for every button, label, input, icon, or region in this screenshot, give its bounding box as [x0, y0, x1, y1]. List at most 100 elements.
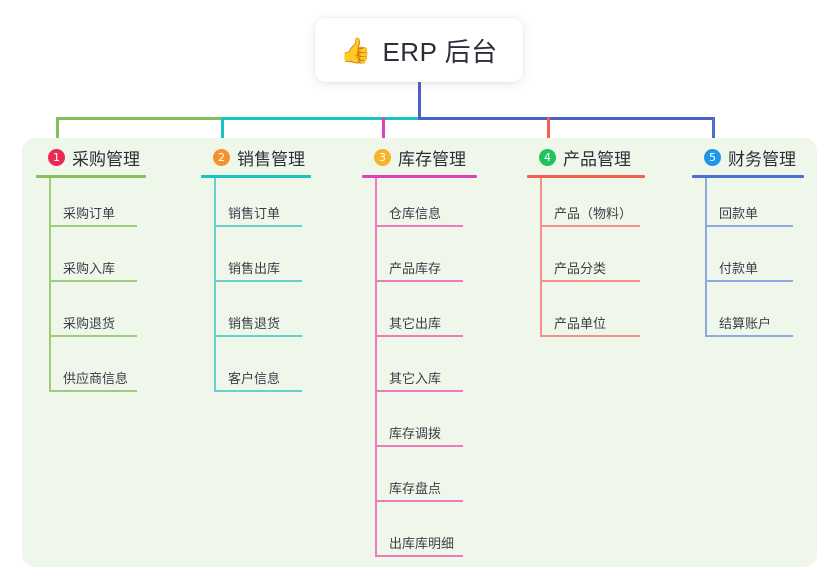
- branch-item-label: 销售出库: [228, 261, 281, 276]
- branch-item[interactable]: 回款单: [705, 178, 804, 233]
- branch-spine: [375, 178, 377, 557]
- branch-spine: [705, 178, 707, 337]
- branch-item-label: 供应商信息: [63, 371, 129, 386]
- branch-item-underline: [375, 280, 463, 282]
- branch-item-label: 仓库信息: [389, 206, 442, 221]
- branch-drop-line-1: [56, 117, 59, 145]
- branch-number-badge: 5: [704, 148, 721, 166]
- branch-item[interactable]: 其它入库: [375, 343, 477, 398]
- branch-items: 销售订单销售出库销售退货客户信息: [214, 178, 311, 398]
- branch-item[interactable]: 产品单位: [540, 288, 645, 343]
- branch-item[interactable]: 库存调拨: [375, 398, 477, 453]
- branch-item[interactable]: 采购退货: [49, 288, 146, 343]
- branch-item[interactable]: 产品库存: [375, 233, 477, 288]
- root-node-card[interactable]: 👍 ERP 后台: [315, 18, 523, 82]
- branch-item-underline: [705, 225, 793, 227]
- branch-item[interactable]: 销售订单: [214, 178, 311, 233]
- branch-title: 产品管理: [563, 149, 631, 169]
- branch-drop-line-5: [712, 117, 715, 145]
- branch-item-label: 库存盘点: [389, 481, 442, 496]
- branch-items: 采购订单采购入库采购退货供应商信息: [49, 178, 146, 398]
- branch-item-label: 出库库明细: [389, 536, 455, 551]
- branch-column-4: 4 产品管理产品（物料） 产品分类产品单位: [527, 146, 645, 343]
- branch-item[interactable]: 库存盘点: [375, 453, 477, 508]
- branch-title: 库存管理: [398, 149, 466, 169]
- branch-item-label: 采购入库: [63, 261, 116, 276]
- branch-item[interactable]: 产品分类: [540, 233, 645, 288]
- branch-item-label: 其它出库: [389, 316, 442, 331]
- branch-item-label: 产品（物料）: [554, 206, 633, 221]
- branch-item-label: 产品分类: [554, 261, 607, 276]
- branch-item[interactable]: 仓库信息: [375, 178, 477, 233]
- branch-number-badge: 1: [48, 148, 65, 166]
- branch-item-label: 库存调拨: [389, 426, 442, 441]
- branch-item[interactable]: 产品（物料）: [540, 178, 645, 233]
- branch-item[interactable]: 采购订单: [49, 178, 146, 233]
- branch-panel: [22, 138, 817, 567]
- branch-item-label: 销售退货: [228, 316, 281, 331]
- thumbs-up-icon: 👍: [340, 36, 372, 65]
- branch-item-underline: [375, 445, 463, 447]
- branch-item-underline: [375, 390, 463, 392]
- branch-item-underline: [705, 335, 793, 337]
- branch-item-underline: [375, 555, 463, 557]
- branch-header[interactable]: 4 产品管理: [539, 146, 645, 169]
- branch-spine: [214, 178, 216, 392]
- branch-spine: [49, 178, 51, 392]
- bus-segment-2: [221, 117, 420, 120]
- branch-spine: [540, 178, 542, 337]
- branch-item[interactable]: 供应商信息: [49, 343, 146, 398]
- branch-items: 仓库信息产品库存其它出库其它入库库存调拨库存盘点出库库明细: [375, 178, 477, 563]
- branch-number-badge: 2: [213, 148, 230, 166]
- branch-item-label: 回款单: [719, 206, 759, 221]
- branch-item-label: 结算账户: [719, 316, 772, 331]
- bus-segment-3: [418, 117, 715, 120]
- branch-item-label: 产品单位: [554, 316, 607, 331]
- branch-item-underline: [49, 280, 137, 282]
- branch-item-label: 采购订单: [63, 206, 116, 221]
- branch-underline: [362, 175, 477, 178]
- branch-item[interactable]: 其它出库: [375, 288, 477, 343]
- root-node-title: ERP 后台: [382, 36, 498, 67]
- bus-segment-1: [56, 117, 223, 120]
- root-trunk-line: [418, 82, 421, 120]
- branch-item-underline: [214, 225, 302, 227]
- branch-item-label: 其它入库: [389, 371, 442, 386]
- branch-item[interactable]: 销售退货: [214, 288, 311, 343]
- branch-column-5: 5 财务管理回款单付款单结算账户: [692, 146, 804, 343]
- branch-item-underline: [375, 335, 463, 337]
- branch-item-underline: [214, 280, 302, 282]
- branch-item-label: 付款单: [719, 261, 759, 276]
- branch-item-label: 采购退货: [63, 316, 116, 331]
- branch-items: 产品（物料） 产品分类产品单位: [540, 178, 645, 343]
- branch-item-underline: [540, 225, 640, 227]
- branch-item-label: 销售订单: [228, 206, 281, 221]
- branch-title: 财务管理: [728, 149, 796, 169]
- branch-items: 回款单付款单结算账户: [705, 178, 804, 343]
- branch-item-underline: [375, 500, 463, 502]
- branch-item-label: 产品库存: [389, 261, 442, 276]
- branch-item[interactable]: 客户信息: [214, 343, 311, 398]
- branch-number-badge: 4: [539, 148, 556, 166]
- branch-underline: [692, 175, 804, 178]
- branch-item[interactable]: 采购入库: [49, 233, 146, 288]
- branch-item[interactable]: 付款单: [705, 233, 804, 288]
- branch-item-underline: [214, 335, 302, 337]
- branch-item[interactable]: 销售出库: [214, 233, 311, 288]
- branch-item-underline: [705, 280, 793, 282]
- branch-item[interactable]: 出库库明细: [375, 508, 477, 563]
- branch-item-underline: [49, 225, 137, 227]
- branch-header[interactable]: 5 财务管理: [704, 146, 804, 169]
- branch-item-underline: [540, 335, 640, 337]
- branch-item-underline: [214, 390, 302, 392]
- branch-item-underline: [540, 280, 640, 282]
- branch-underline: [36, 175, 146, 178]
- branch-item[interactable]: 结算账户: [705, 288, 804, 343]
